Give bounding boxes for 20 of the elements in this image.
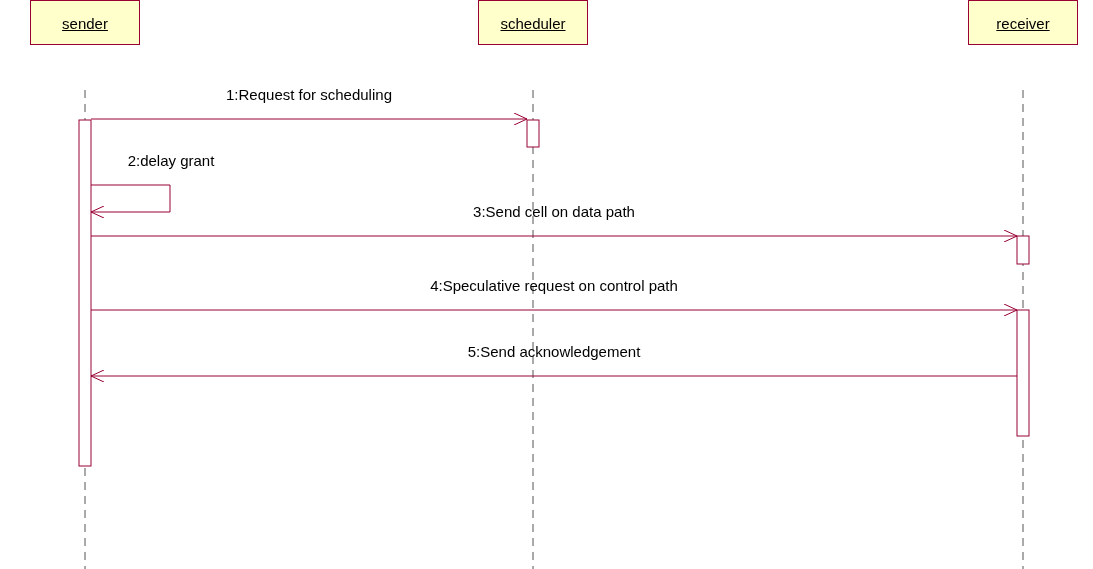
message-label: 5:Send acknowledgement	[467, 343, 641, 360]
activation-bar	[1016, 235, 1030, 265]
object-name: receiver	[996, 15, 1050, 32]
object-name: sender	[62, 15, 108, 32]
message-label: 2:delay grant	[127, 152, 215, 169]
message-arrow	[90, 184, 171, 219]
object-name: scheduler	[500, 15, 566, 32]
message-label: 3:Send cell on data path	[473, 203, 635, 220]
message-arrow	[90, 303, 1018, 317]
message-arrow	[90, 112, 528, 126]
activation-bar	[78, 119, 92, 467]
lifeline-head	[478, 0, 588, 45]
message-label: 4:Speculative request on control path	[430, 277, 678, 294]
message-arrow	[90, 369, 1018, 383]
activation-bar	[1016, 309, 1030, 437]
lifeline-head	[968, 0, 1078, 45]
message-arrow	[90, 229, 1018, 243]
activation-bar	[526, 119, 540, 148]
lifeline-head	[30, 0, 140, 45]
message-label: 1:Request for scheduling	[226, 86, 392, 103]
